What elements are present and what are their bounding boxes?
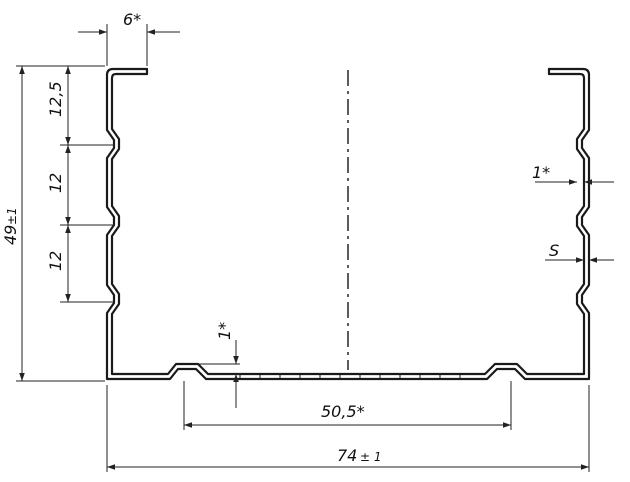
profile-outline (105, 67, 591, 381)
dim-segment-low: 12 (46, 251, 65, 271)
dim-segment-mid: 12 (46, 173, 65, 193)
dim-total-width-tol: ± 1 (360, 450, 382, 464)
dim-inner-width: 50,5* (321, 402, 365, 421)
dim-total-height: 49 (1, 225, 20, 245)
profile-outer-line (105, 67, 591, 381)
dim-bottom-rib: 1* (215, 322, 234, 340)
dim-segment-top: 12,5 (46, 81, 65, 117)
dimension-lines (16, 24, 614, 472)
dim-rib-depth: 1* (532, 163, 550, 182)
dim-flange-width: 6* (123, 10, 141, 29)
dim-total-width: 74 (337, 446, 357, 465)
dim-total-height-group: 49 ±1 (1, 207, 20, 245)
dim-thickness: S (549, 241, 559, 260)
profile-inner-line (110, 72, 586, 376)
bottom-ticks (239, 374, 461, 379)
dim-total-height-tol: ±1 (5, 207, 19, 225)
